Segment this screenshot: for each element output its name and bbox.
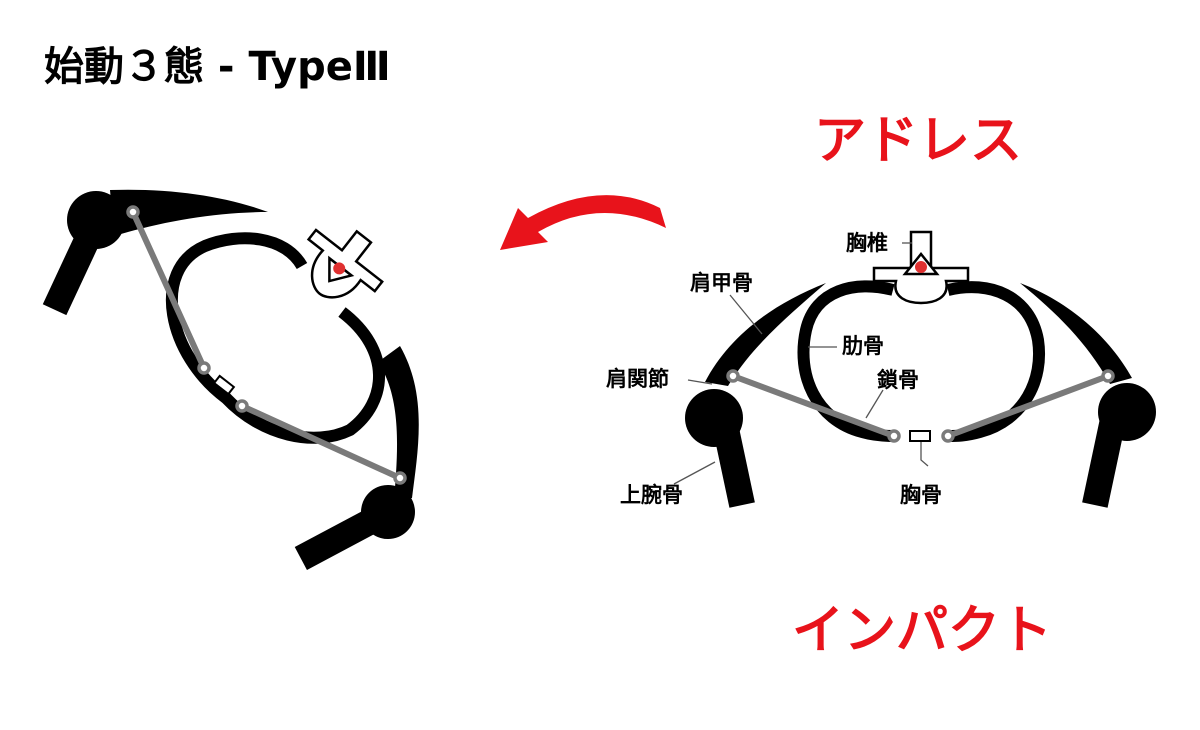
shoulder-head-lower-rotated (361, 485, 415, 539)
label-scapula: 肩甲骨 (690, 271, 753, 295)
scapula-lower-rotated (378, 346, 419, 500)
humerus-right (1082, 416, 1126, 508)
label-clavicle: 鎖骨 (877, 368, 919, 392)
leader-sternum (920, 442, 929, 467)
joint-upper-shoulder-rotated (126, 205, 140, 219)
rib-ring-right (946, 281, 1045, 442)
thorax-address (673, 230, 1156, 508)
rib-ring-left (797, 280, 895, 442)
joint-lower-sternal-rotated (235, 399, 249, 413)
leader-humerus (673, 461, 716, 485)
shoulder-head-left (685, 389, 743, 447)
clavicle-lower-rotated (239, 403, 403, 481)
rotation-arrow-icon (500, 195, 666, 250)
shoulder-head-upper-rotated (67, 191, 125, 249)
clavicle-left (730, 373, 897, 439)
leader-clavicle (865, 389, 884, 419)
label-humerus: 上腕骨 (620, 483, 683, 507)
scapula-upper-rotated (110, 189, 268, 236)
phase-label-impact: インパクト (792, 601, 1052, 661)
spinal-marker-rotated (333, 262, 346, 275)
joint-lower-shoulder-rotated (393, 471, 407, 485)
clavicle-right (945, 373, 1111, 439)
thorax-rotated (42, 189, 419, 570)
vertebra-address (872, 230, 970, 305)
clavicle-upper-rotated (130, 209, 207, 371)
label-rib: 肋骨 (842, 334, 884, 358)
vertebra-rotated (306, 228, 384, 299)
leader-shoulder-joint (687, 379, 713, 385)
rib-ring-rotated (165, 232, 385, 444)
sternum-address (909, 430, 931, 442)
joint-upper-sternal-rotated (197, 361, 211, 375)
joint-left-shoulder (726, 369, 740, 383)
sternum-rotated (212, 374, 236, 396)
joint-left-sternal (887, 429, 901, 443)
phase-label-address: アドレス (814, 111, 1022, 171)
scapula-right (1020, 283, 1132, 384)
shoulder-head-right (1098, 383, 1156, 441)
leader-scapula (729, 294, 763, 335)
label-shoulder-joint: 肩関節 (606, 367, 669, 391)
diagram-title: 始動３態 - TypeⅢ (44, 44, 391, 90)
spinal-marker-address (915, 261, 927, 273)
scapula-left (705, 283, 826, 386)
joint-right-sternal (941, 429, 955, 443)
label-thoracic-vertebra: 胸椎 (846, 231, 888, 255)
joint-right-shoulder (1101, 369, 1115, 383)
label-sternum: 胸骨 (900, 483, 942, 507)
